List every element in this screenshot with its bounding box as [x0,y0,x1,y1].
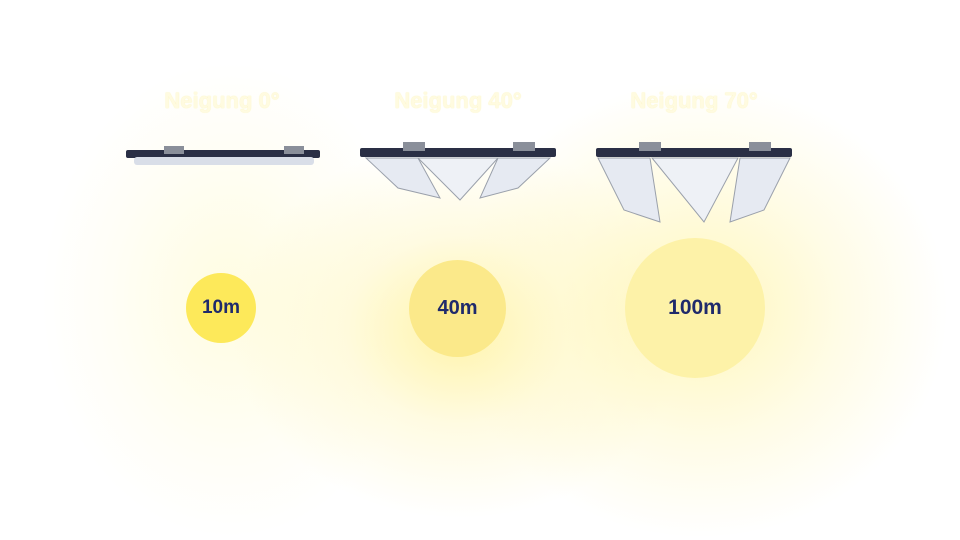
distance-label: 100m [668,296,722,319]
heading-tilt-70: Neigung 70° [630,88,758,113]
distance-badge-40m: 40m [409,260,506,357]
floodlight-tilt-40 [360,142,556,201]
distance-label: 10m [201,297,241,318]
distance-label: 40m [437,297,478,319]
heading-tilt-0: Neigung 0° [164,88,280,113]
heading-tilt-40: Neigung 40° [394,88,522,113]
floodlight-tilt-70 [596,142,792,223]
floodlight-tilt-0 [126,146,320,165]
distance-badge-10m: 10m [186,273,256,343]
distance-badge-100m: 100m [625,238,765,378]
